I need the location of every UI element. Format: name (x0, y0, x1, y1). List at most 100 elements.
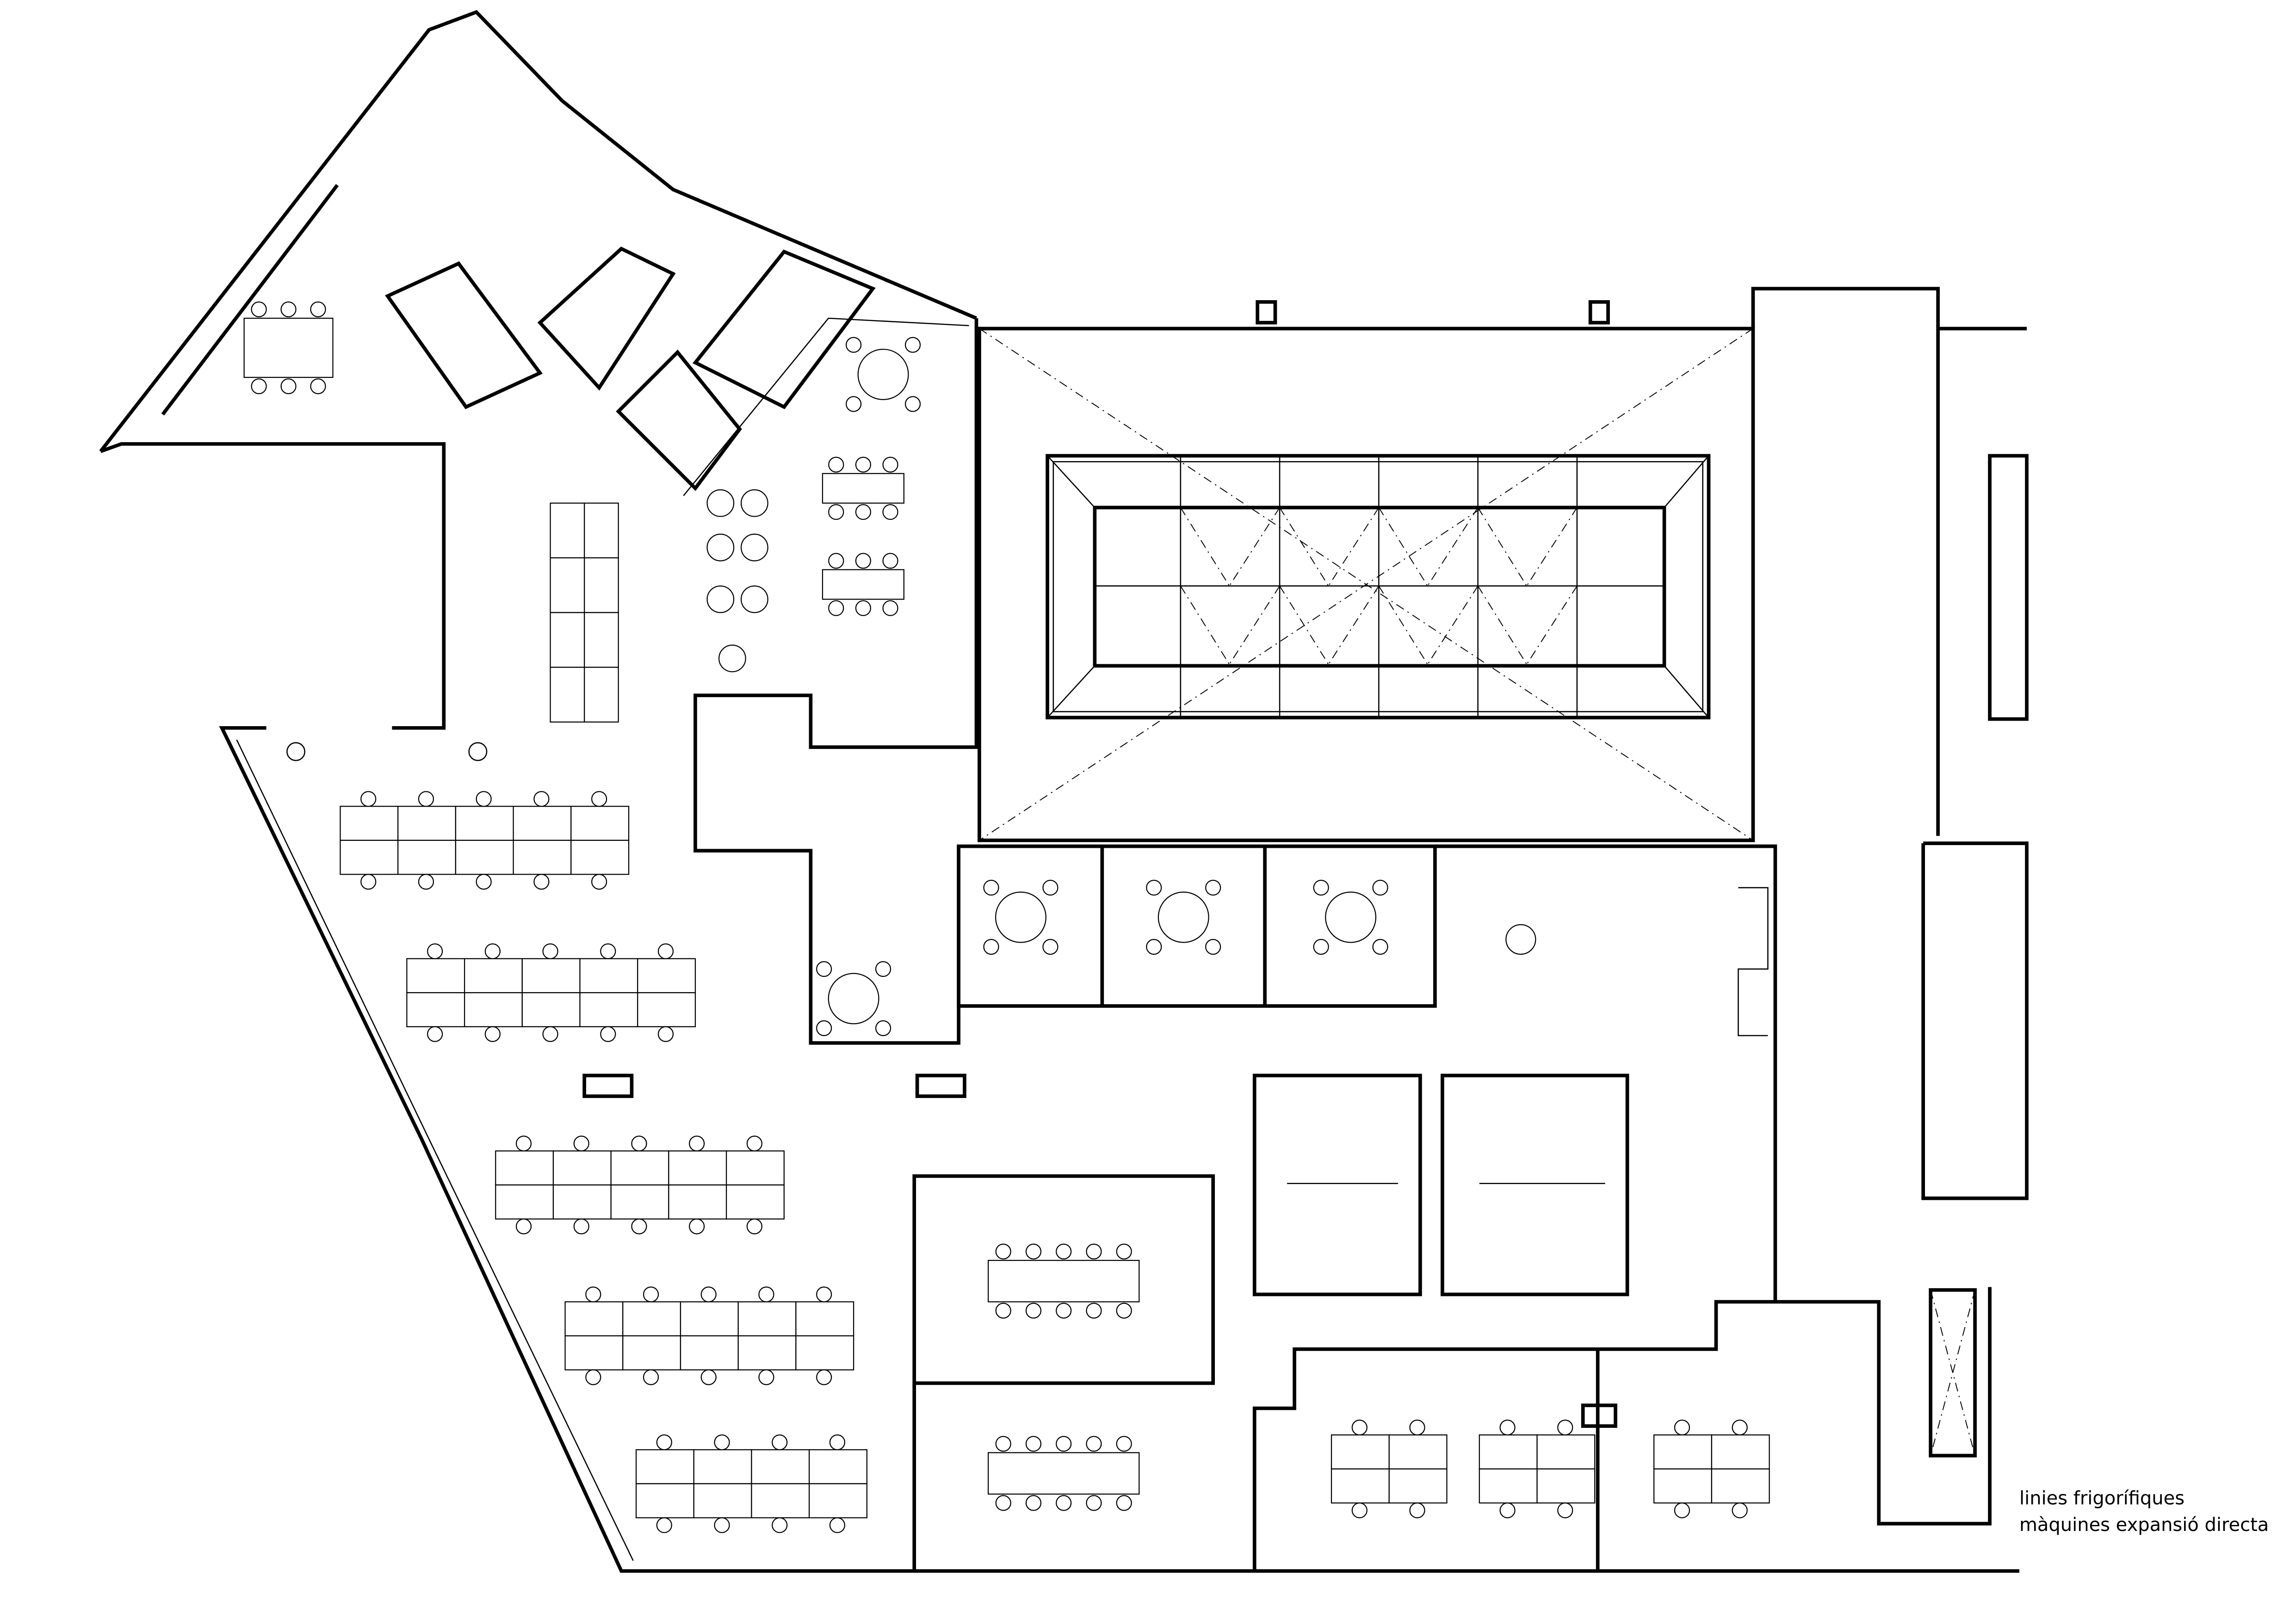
chair (714, 1434, 730, 1450)
desk (521, 992, 581, 1027)
desk (550, 502, 585, 559)
chair (882, 600, 898, 616)
desk (1653, 1468, 1712, 1504)
chair (828, 504, 844, 520)
desk (570, 806, 630, 841)
walls (99, 10, 2020, 1573)
desk (397, 806, 457, 841)
chair (875, 1020, 891, 1037)
desk (513, 839, 572, 875)
chair (476, 874, 492, 890)
desk (1388, 1468, 1448, 1504)
desk (795, 1301, 854, 1337)
chair (904, 337, 921, 353)
desk (668, 1184, 727, 1220)
chair (995, 1436, 1011, 1452)
desk-cluster (406, 943, 696, 1042)
desk (1479, 1434, 1538, 1470)
chair (476, 791, 492, 807)
chair (855, 600, 872, 616)
desk (637, 992, 696, 1027)
chair (251, 301, 267, 317)
desk (579, 958, 638, 994)
desk-cluster (1653, 1419, 1770, 1518)
chair (1086, 1495, 1102, 1511)
table-top (1325, 891, 1377, 943)
desk (1536, 1468, 1596, 1504)
desk (1388, 1434, 1448, 1470)
chair (1116, 1243, 1132, 1259)
furniture (243, 301, 1770, 1533)
desk (637, 958, 696, 994)
desk (455, 839, 514, 875)
desk (397, 839, 457, 875)
table (243, 301, 334, 395)
chair (573, 1218, 589, 1234)
chair (855, 457, 872, 473)
desk (680, 1335, 739, 1370)
chair (1146, 938, 1162, 955)
chair (310, 301, 326, 317)
chair (983, 880, 999, 896)
chair (700, 1369, 717, 1385)
chair (829, 1517, 846, 1533)
chair (533, 791, 550, 807)
chair (591, 791, 607, 807)
desk-cluster (1479, 1419, 1596, 1518)
desk-cluster (564, 1286, 854, 1385)
chair (882, 504, 898, 520)
chair (1116, 1302, 1132, 1319)
desk (513, 806, 572, 841)
chair (882, 553, 898, 569)
chair (995, 1495, 1011, 1511)
chair (1205, 880, 1221, 896)
desk (579, 992, 638, 1027)
chair (591, 874, 607, 890)
armchair (718, 644, 746, 673)
note-direct-expansion-units: màquines expansió directa (2019, 1514, 2269, 1536)
desk (564, 1335, 624, 1370)
chair (1557, 1419, 1573, 1436)
chair (816, 1286, 832, 1302)
chair (1409, 1502, 1425, 1518)
desk (584, 612, 619, 668)
desk (1653, 1434, 1712, 1470)
atrium-skylight (978, 300, 1755, 842)
chair (1499, 1419, 1516, 1436)
desk (668, 1150, 727, 1186)
chair (643, 1286, 659, 1302)
chair (1116, 1436, 1132, 1452)
desk (1331, 1434, 1390, 1470)
chair (1042, 938, 1058, 955)
chair (542, 1026, 558, 1042)
chair (758, 1286, 774, 1302)
desk (464, 992, 523, 1027)
chair (1025, 1436, 1042, 1452)
desk (751, 1449, 810, 1485)
desk (726, 1150, 785, 1186)
chair (1372, 938, 1388, 955)
chair (515, 1218, 532, 1234)
armchair (706, 489, 735, 517)
chair (600, 943, 616, 959)
desk (550, 666, 585, 723)
desk (521, 958, 581, 994)
desk (693, 1483, 752, 1518)
chair (1313, 938, 1329, 955)
chair (643, 1369, 659, 1385)
chair (251, 378, 267, 395)
chair (600, 1026, 616, 1042)
table-top (822, 569, 904, 600)
armchair (706, 585, 735, 613)
desk (584, 557, 619, 613)
desk (495, 1150, 554, 1186)
chair (772, 1434, 788, 1450)
chair (828, 553, 844, 569)
table (822, 553, 904, 616)
table-top (828, 973, 879, 1024)
round-table (1313, 880, 1388, 955)
chair (1025, 1495, 1042, 1511)
desk-cluster (1331, 1419, 1448, 1518)
chair (1146, 880, 1162, 896)
desk (693, 1449, 752, 1485)
